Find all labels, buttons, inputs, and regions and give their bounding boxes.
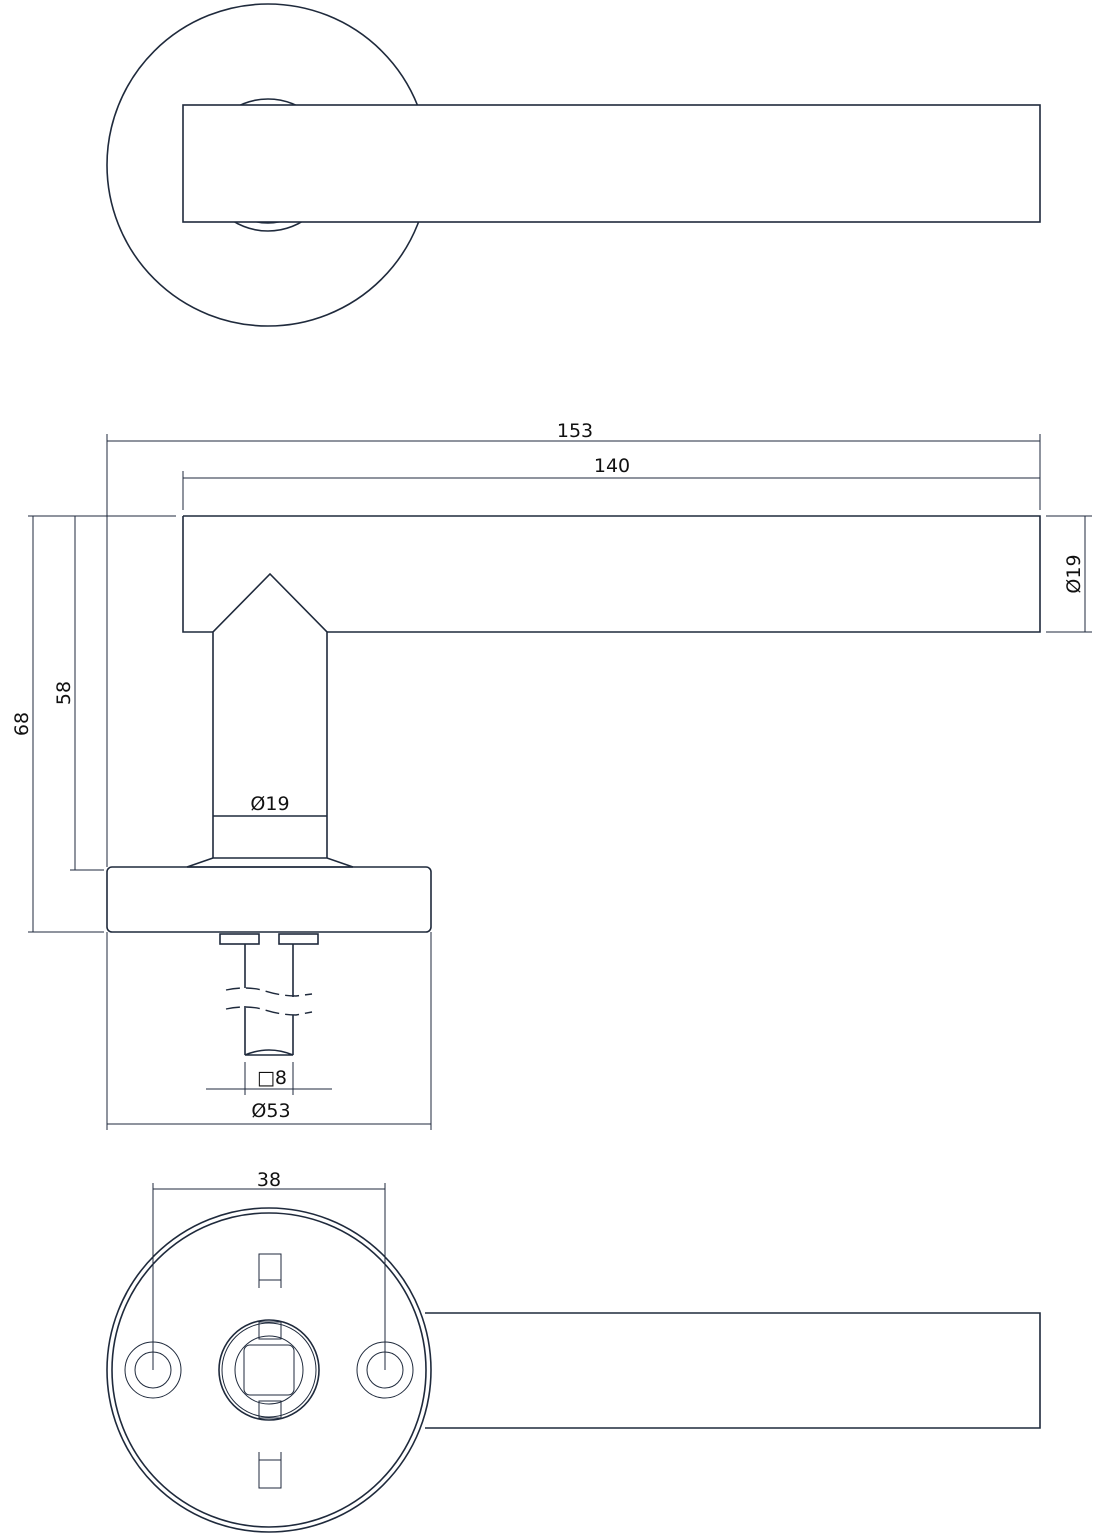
square-hole [243, 1344, 295, 1396]
rose-inner [111, 1212, 427, 1528]
neck-side [212, 572, 328, 858]
dim-label-rose-diameter: Ø53 [251, 1100, 290, 1122]
dim-label-lever-diameter: Ø19 [1063, 554, 1085, 593]
dim-label-neck-diameter: Ø19 [250, 793, 289, 815]
lever-top [182, 104, 1041, 223]
dim-label-68: 68 [11, 712, 33, 736]
slot-top [258, 1253, 282, 1288]
dim-label-38: 38 [257, 1169, 281, 1191]
flange [186, 857, 354, 868]
side-view: 153 140 Ø19 Ø19 58 68 □8 [11, 420, 1092, 1130]
spindle-bush [218, 1319, 320, 1421]
dim-label-square: □8 [257, 1067, 287, 1089]
spindle-plate-right [278, 933, 319, 945]
slot-bottom [258, 1452, 282, 1489]
break-line [225, 987, 313, 997]
screw-hole-left [124, 1341, 182, 1399]
dim-label-153: 153 [557, 420, 593, 442]
rose-outer [106, 1207, 432, 1533]
dim-label-58: 58 [53, 681, 75, 705]
break-line [225, 1006, 313, 1016]
spindle-plate-left [219, 933, 260, 945]
screw-hole-right [356, 1341, 414, 1399]
lever-back [425, 1312, 1041, 1429]
back-view: 38 [106, 1169, 1041, 1533]
rose-side [106, 866, 432, 933]
top-view [106, 3, 1041, 327]
dim-label-140: 140 [594, 455, 630, 477]
lever-side [182, 515, 1041, 633]
spindle [244, 944, 294, 1055]
